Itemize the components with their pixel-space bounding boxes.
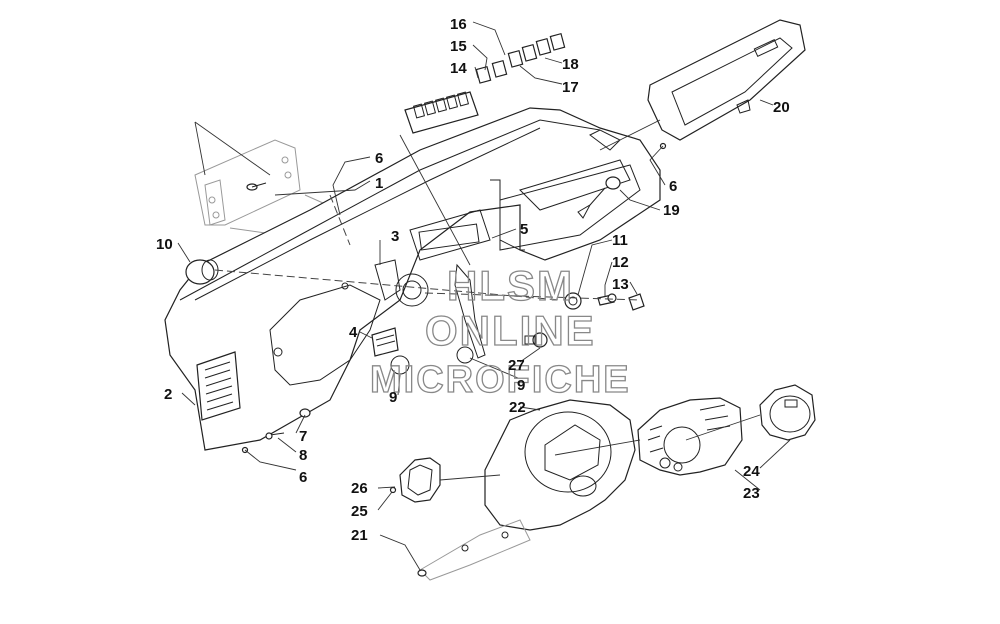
callout-20: 20 xyxy=(773,99,790,116)
callout-19: 19 xyxy=(663,202,680,219)
callout-7: 7 xyxy=(299,428,307,445)
callout-13: 13 xyxy=(612,276,629,293)
lower-bracket-ghost xyxy=(417,519,531,581)
callout-27: 27 xyxy=(508,357,525,374)
cover-panel xyxy=(647,19,806,141)
ignition-parts xyxy=(564,292,645,311)
dash-panel xyxy=(164,107,661,451)
callout-26: 26 xyxy=(351,480,368,497)
callout-21: 21 xyxy=(351,527,368,544)
callout-5: 5 xyxy=(520,221,528,238)
callout-23: 23 xyxy=(743,485,760,502)
callout-25: 25 xyxy=(351,503,368,520)
grommet-19 xyxy=(577,176,621,219)
assembly-lines xyxy=(214,119,661,301)
callout-16: 16 xyxy=(450,16,467,33)
callout-6-bottom: 6 xyxy=(299,469,307,486)
callout-8: 8 xyxy=(299,447,307,464)
fasteners xyxy=(241,142,667,494)
watermark: HLSM ONLINE MICROFICHE xyxy=(369,261,631,401)
callout-2: 2 xyxy=(164,386,172,403)
watermark-line-3: MICROFICHE xyxy=(370,359,631,401)
callout-4: 4 xyxy=(349,324,358,341)
watermark-line-1: HLSM xyxy=(447,262,574,309)
callout-labels: 1 2 3 4 5 6 6 6 7 8 9 9 10 11 12 13 14 1… xyxy=(156,16,790,544)
callout-9-right: 9 xyxy=(517,377,525,394)
face-plate xyxy=(637,397,743,476)
callout-9-left: 9 xyxy=(389,389,397,406)
callout-1: 1 xyxy=(375,175,383,192)
instrument-housing xyxy=(484,399,636,531)
callout-24: 24 xyxy=(743,463,760,480)
switch-panel xyxy=(404,91,479,134)
callout-6-top: 6 xyxy=(375,150,383,167)
bezel-ring xyxy=(399,457,441,503)
callout-18: 18 xyxy=(562,56,579,73)
speedometer xyxy=(759,384,816,441)
part-27 xyxy=(524,332,548,348)
callout-15: 15 xyxy=(450,38,467,55)
switch-set xyxy=(475,32,566,84)
callout-14: 14 xyxy=(450,60,467,77)
decal-4 xyxy=(371,327,399,357)
callout-11: 11 xyxy=(612,232,628,249)
warning-decal-left xyxy=(196,351,241,421)
callout-3: 3 xyxy=(391,228,399,245)
leader-lines xyxy=(177,21,791,571)
callout-12: 12 xyxy=(612,254,629,271)
callout-17: 17 xyxy=(562,79,579,96)
callout-10: 10 xyxy=(156,236,173,253)
callout-6-right: 6 xyxy=(669,178,677,195)
watermark-line-2: ONLINE xyxy=(425,307,596,354)
callout-22: 22 xyxy=(509,399,526,416)
